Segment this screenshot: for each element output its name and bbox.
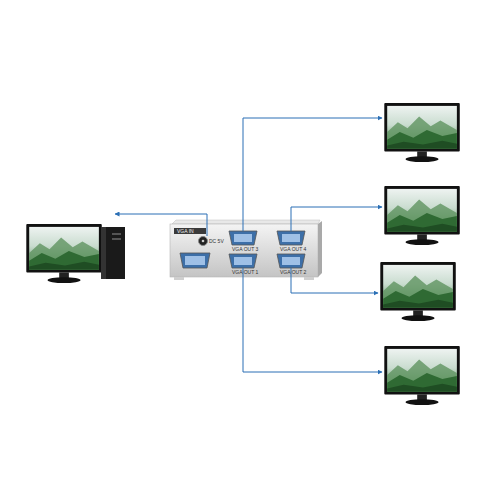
- output-monitor: [384, 186, 459, 245]
- port-label: VGA OUT 4: [280, 246, 306, 252]
- port-label: VGA OUT 1: [232, 269, 258, 275]
- pc-monitor: [26, 224, 101, 283]
- output-wire: [291, 207, 382, 231]
- output-wire: [243, 118, 382, 231]
- port-label: VGA IN: [177, 228, 194, 234]
- output-monitor: [384, 103, 459, 162]
- pc-tower: [101, 227, 125, 279]
- signal-wires: [115, 118, 382, 372]
- port-label: DC 5V: [209, 238, 224, 244]
- output-monitor: [384, 346, 459, 405]
- port-label: VGA OUT 2: [280, 269, 306, 275]
- input-wire: [115, 214, 207, 236]
- output-monitor: [380, 262, 455, 321]
- vga-splitter: [170, 220, 322, 280]
- output-wire: [243, 268, 382, 372]
- port-label: VGA OUT 3: [232, 246, 258, 252]
